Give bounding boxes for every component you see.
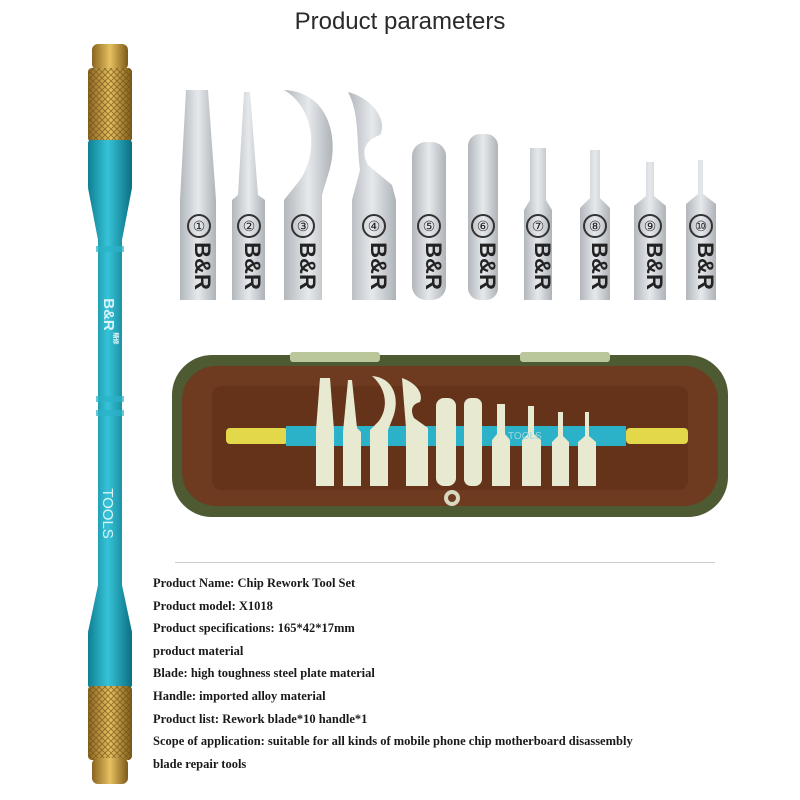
handle-top-tip — [92, 44, 128, 70]
spec-product-specifications: Product specifications: 165*42*17mm — [153, 621, 355, 636]
spec-handle: Handle: imported alloy material — [153, 688, 326, 703]
blade-2-number: ② — [237, 214, 261, 238]
blade-5-number: ⑤ — [417, 214, 441, 238]
blade-3 — [284, 90, 333, 300]
spec-list: Product Name: Chip Rework Tool Set Produ… — [153, 572, 753, 775]
spec-blade: Blade: high toughness steel plate materi… — [153, 666, 375, 681]
spec-product-model: Product model: X1018 — [153, 598, 273, 613]
spec-product-name: Product Name: Chip Rework Tool Set — [153, 576, 356, 590]
section-divider — [175, 562, 715, 563]
blade-1 — [180, 90, 216, 300]
handle-bottom-tip — [92, 758, 128, 784]
spec-product-list: Product list: Rework blade*10 handle*1 — [153, 711, 368, 726]
handle-bottom-collar — [88, 630, 132, 688]
spec-scope-continued: blade repair tools — [153, 756, 247, 771]
spec-scope: Scope of application: suitable for all k… — [153, 734, 633, 749]
case-handle-label: TOOLS — [508, 431, 542, 442]
blade-3-number: ③ — [291, 214, 315, 238]
blade-6-number: ⑥ — [471, 214, 495, 238]
blade-7-number: ⑦ — [526, 214, 550, 238]
tool-handle-image — [88, 44, 132, 784]
blade-10-number: ⑩ — [689, 214, 713, 238]
blade-9-number: ⑨ — [638, 214, 662, 238]
blade-2 — [232, 92, 265, 300]
storage-case-image — [172, 352, 728, 517]
blade-4-number: ④ — [362, 214, 386, 238]
handle-top-collar — [88, 140, 132, 190]
spec-product-material: product material — [153, 643, 244, 658]
blade-1-number: ① — [187, 214, 211, 238]
blade-8-number: ⑧ — [583, 214, 607, 238]
page-title: Product parameters — [294, 8, 506, 35]
blade-4 — [348, 92, 396, 300]
